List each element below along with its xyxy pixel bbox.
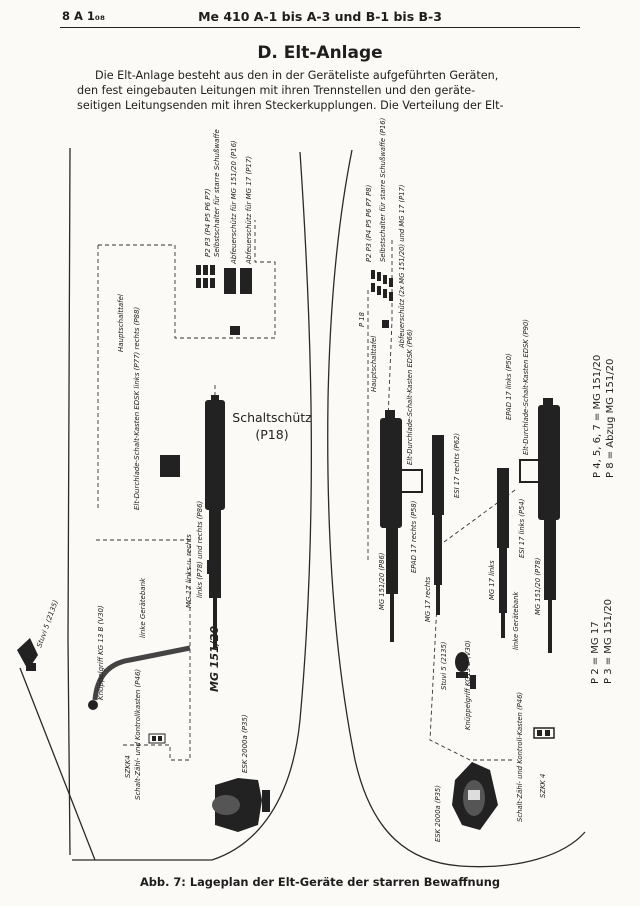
intro-line: den fest eingebauten Leitungen mit ihren… (77, 84, 476, 97)
schaltschuetz-code: (P18) (255, 427, 288, 442)
header-rule (60, 27, 580, 28)
right-geraetebank-label: linke Gerätebank (512, 591, 520, 650)
right-edsk-right-box (519, 459, 543, 483)
right-epad17-rechts-label: EPAD 17 rechts (P58) (410, 501, 418, 573)
left-zaehlkasten-label: Schalt-Zähl- und Kontrollkasten (P46) (134, 669, 142, 800)
left-abfeuerschuetz-mg151 (224, 268, 236, 294)
page-reference: 8 A 1₀₈ (62, 9, 105, 23)
left-switch-block (196, 265, 215, 288)
left-edsk-box (160, 455, 180, 477)
figure-caption: Abb. 7: Lageplan der Elt-Geräte der star… (139, 875, 501, 889)
right-fuselage-outline (327, 149, 586, 868)
document-title: Me 410 A-1 bis A-3 und B-1 bis B-3 (198, 9, 442, 24)
left-schaltschuetz-box (230, 326, 240, 335)
legend-line: P 4, 5, 6, 7 = MG 151/20 (592, 355, 603, 478)
right-knueppelgriff-label: Knüppelgriff KG13 B (V30) (464, 640, 472, 730)
left-esk-unit (212, 778, 270, 832)
left-szkk-label: SZKK4 (124, 755, 132, 778)
right-szkk-box (533, 727, 555, 739)
right-hauptschalttafel-label: Hauptschalttafel (370, 336, 378, 392)
right-zaehlkasten-label: Schalt-Zähl- und Kontroll-Kasten (P46) (516, 692, 524, 822)
right-szkk-label: SZKK 4 (539, 774, 547, 798)
right-mg151-p86-label: MG 151/20 (P86) (378, 553, 386, 610)
right-p18-label: P 18 (358, 311, 366, 327)
left-components (17, 265, 270, 832)
left-knueppelgriff-label: Knüppelgriff KG 13 B (V30) (97, 605, 105, 700)
right-epad17-links-label: EPAD 17 links (P50) (505, 353, 513, 420)
left-selbstschalter-label: Selbstschalter für starre Schußwaffe (213, 129, 221, 257)
left-mg151-positions-label: links (P78) und rechts (P86) (196, 500, 204, 598)
right-p-switches-label: P2 P3 (P4 P5 P6 P7 P8) (365, 185, 373, 262)
section-title: D. Elt-Anlage (257, 43, 383, 63)
right-edsk-left-box (399, 469, 423, 493)
right-components (371, 270, 560, 830)
left-mg151-gun (205, 395, 225, 648)
right-labels: P2 P3 (P4 P5 P6 P7 P8) Selbstschalter fü… (358, 118, 547, 842)
intro-line: seitigen Leitungsenden mit ihren Stecker… (77, 99, 504, 112)
left-knueppelgriff (88, 645, 191, 710)
intro-paragraph: Die Elt-Anlage besteht aus den in der Ge… (77, 68, 582, 113)
right-mg17-rechts-label: MG 17 rechts (424, 576, 432, 622)
legend-line: P 2 = MG 17 (590, 621, 601, 684)
right-abfeuerschuetz-label: Abfeuerschütz (2x MG 151/20) und MG 17 (… (398, 184, 406, 349)
left-fuselage-outline (19, 147, 313, 861)
left-mg17-label: MG 17 links u. rechts (185, 534, 193, 608)
left-esk-label: ESK 2000a (P35) (241, 714, 249, 773)
right-mg17-links-label: MG 17 links (488, 560, 496, 600)
left-geraetebank-label: linke Gerätebank (139, 577, 147, 638)
right-selbstschalter-label: Selbstschalter für starre Schußwaffe (P1… (379, 118, 387, 262)
right-switch-block (371, 270, 393, 301)
left-abfeuerschuetz-mg17 (240, 268, 252, 294)
left-stuvi (17, 638, 38, 671)
right-stuvi (455, 652, 469, 678)
right-stuvi-label: Stuvi 5 (2135) (440, 642, 448, 690)
left-edsk-label: Elt-Durchlade-Schalt-Kasten EDSK links (… (133, 307, 141, 510)
right-edsk-left-label: Elt-Durchlade-Schalt-Kasten EDSK (P66) (406, 329, 414, 465)
left-abfeuer-mg151-label: Abfeuerschütz für MG 151/20 (P16) (230, 140, 238, 265)
left-mg151-label: MG 151/20 (208, 626, 221, 692)
legend: P 4, 5, 6, 7 = MG 151/20 P 8 = Abzug MG … (590, 355, 616, 684)
legend-line: P 3 = MG 151/20 (603, 599, 614, 684)
left-p-switches-label: P2 P3 (P4 P5 P6 P7) (204, 188, 212, 257)
legend-line: P 8 = Abzug MG 151/20 (605, 359, 616, 478)
left-stuvi-label: Stuvi 5 (2135) (35, 599, 60, 649)
intro-line: Die Elt-Anlage besteht aus den in der Ge… (95, 69, 499, 82)
right-p18-box (382, 320, 389, 328)
right-edsk-right-label: Elt-Durchlade-Schalt-Kasten EDSK (P90) (522, 319, 530, 455)
right-mg17-left-gun (497, 468, 509, 638)
right-mg151-p86-gun (380, 410, 402, 642)
left-szkk-box (148, 733, 166, 744)
right-esi17-rechts-label: ESI 17 rechts (P62) (453, 433, 461, 498)
left-abfeuer-mg17-label: Abfeuerschütz für MG 17 (P17) (245, 156, 253, 265)
right-esk-label: ESK 2000a (P35) (434, 785, 442, 842)
right-knueppelgriff (470, 675, 476, 689)
right-esk-unit (452, 762, 498, 830)
schaltschuetz-label: Schaltschütz (232, 410, 312, 425)
left-hauptschalttafel-label: Hauptschalttafel (117, 294, 125, 352)
right-esi17-links-label: ESI 17 links (P54) (518, 499, 526, 558)
right-mg17-right-gun (432, 435, 444, 615)
right-mg151-p78-gun (538, 398, 560, 653)
right-mg151-p78-label: MG 151/20 (P78) (534, 558, 542, 615)
